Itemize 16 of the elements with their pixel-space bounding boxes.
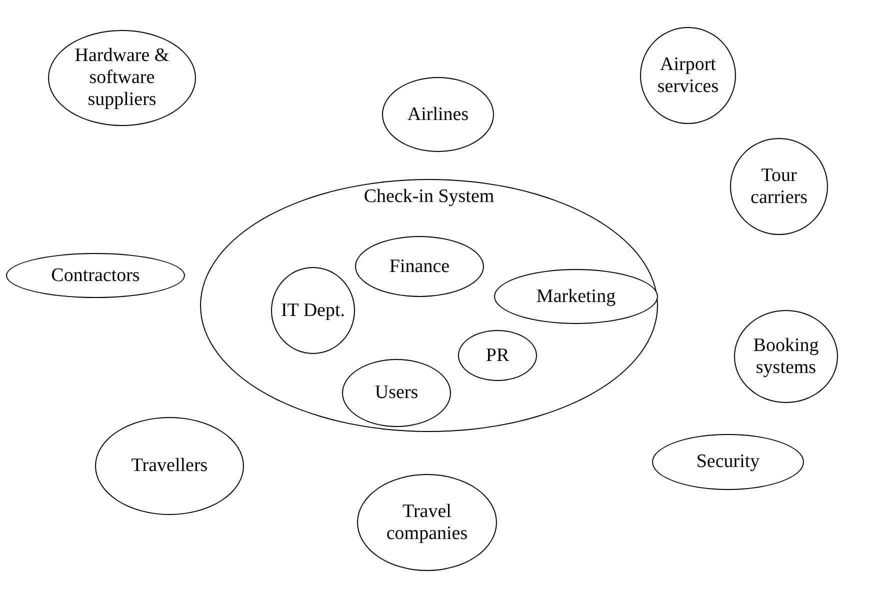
stakeholder-label: Booking systems (752, 334, 820, 378)
stakeholder-label: Travellers (130, 455, 209, 477)
stakeholder-label: Users (374, 382, 420, 404)
stakeholder-label: Airport services (656, 54, 720, 98)
stakeholder-label: Airlines (406, 104, 470, 126)
stakeholder-label: Security (695, 451, 761, 473)
stakeholder-label: Finance (388, 256, 451, 278)
stakeholder-label: Contractors (50, 264, 141, 286)
stakeholder-label: PR (484, 344, 510, 366)
stakeholder-label: Marketing (535, 286, 617, 308)
stakeholder-label: IT Dept. (280, 300, 346, 322)
stakeholder-label: Travel companies (385, 500, 469, 544)
stakeholder-label: Tour carriers (750, 164, 808, 208)
stakeholder-ellipse (494, 269, 658, 324)
system-title: Check-in System (364, 185, 494, 209)
stakeholder-label: Hardware & software suppliers (74, 45, 170, 111)
